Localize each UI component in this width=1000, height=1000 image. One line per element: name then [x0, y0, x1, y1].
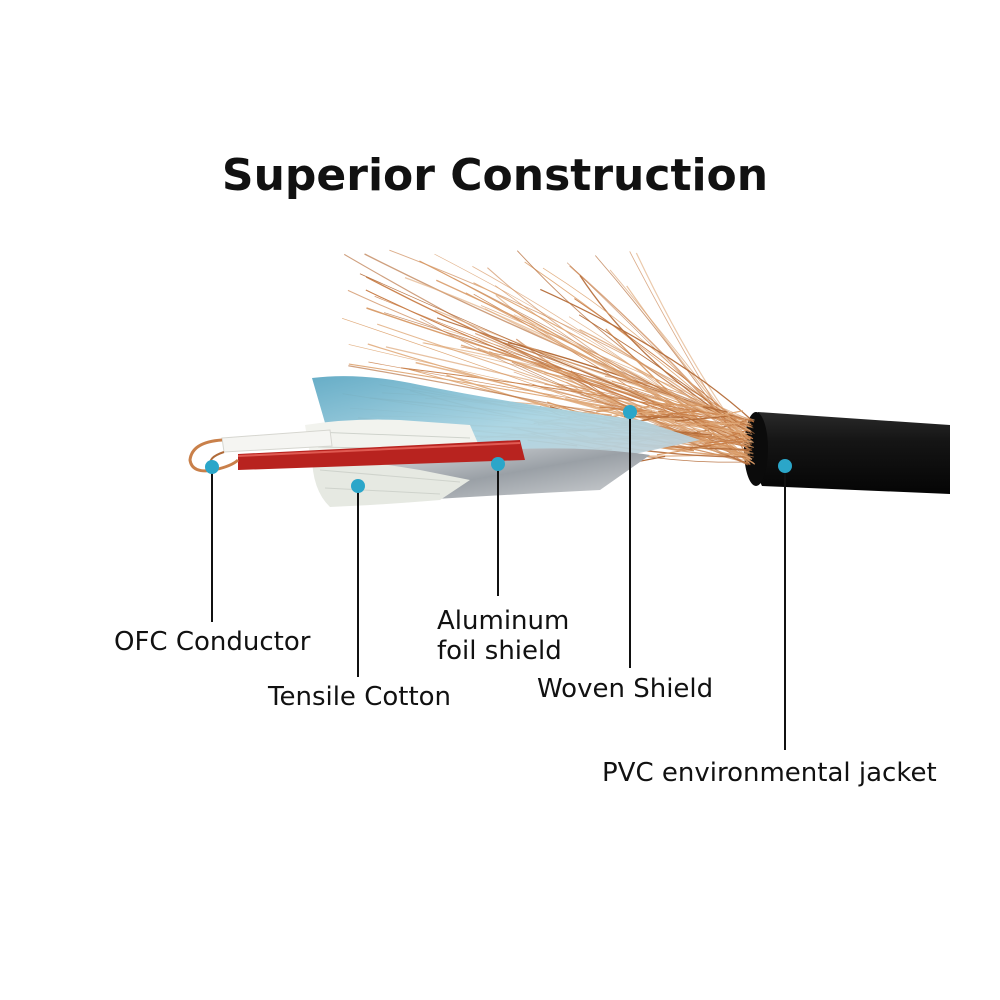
pvc-jacket-illustration — [744, 412, 950, 494]
label-aluminum-line-1: Aluminum — [437, 606, 570, 636]
label-woven-shield: Woven Shield — [537, 674, 714, 704]
callout-markers — [205, 405, 792, 493]
marker-ofc-conductor — [205, 460, 219, 474]
label-tensile-cotton: Tensile Cotton — [268, 682, 452, 712]
label-aluminum-line-2: foil shield — [437, 636, 562, 666]
ofc-conductor-illustration — [188, 429, 333, 473]
label-ofc-conductor: OFC Conductor — [114, 627, 311, 657]
marker-pvc-jacket — [778, 459, 792, 473]
label-aluminum-foil-shield: Aluminum foil shield — [437, 606, 607, 666]
marker-aluminum-foil — [491, 457, 505, 471]
leader-lines — [211, 412, 786, 750]
red-conductor-illustration — [237, 440, 525, 470]
marker-woven-shield — [623, 405, 637, 419]
diagram-title: Superior Construction — [221, 150, 769, 201]
marker-tensile-cotton — [351, 479, 365, 493]
label-pvc-jacket: PVC environmental jacket — [602, 758, 937, 788]
